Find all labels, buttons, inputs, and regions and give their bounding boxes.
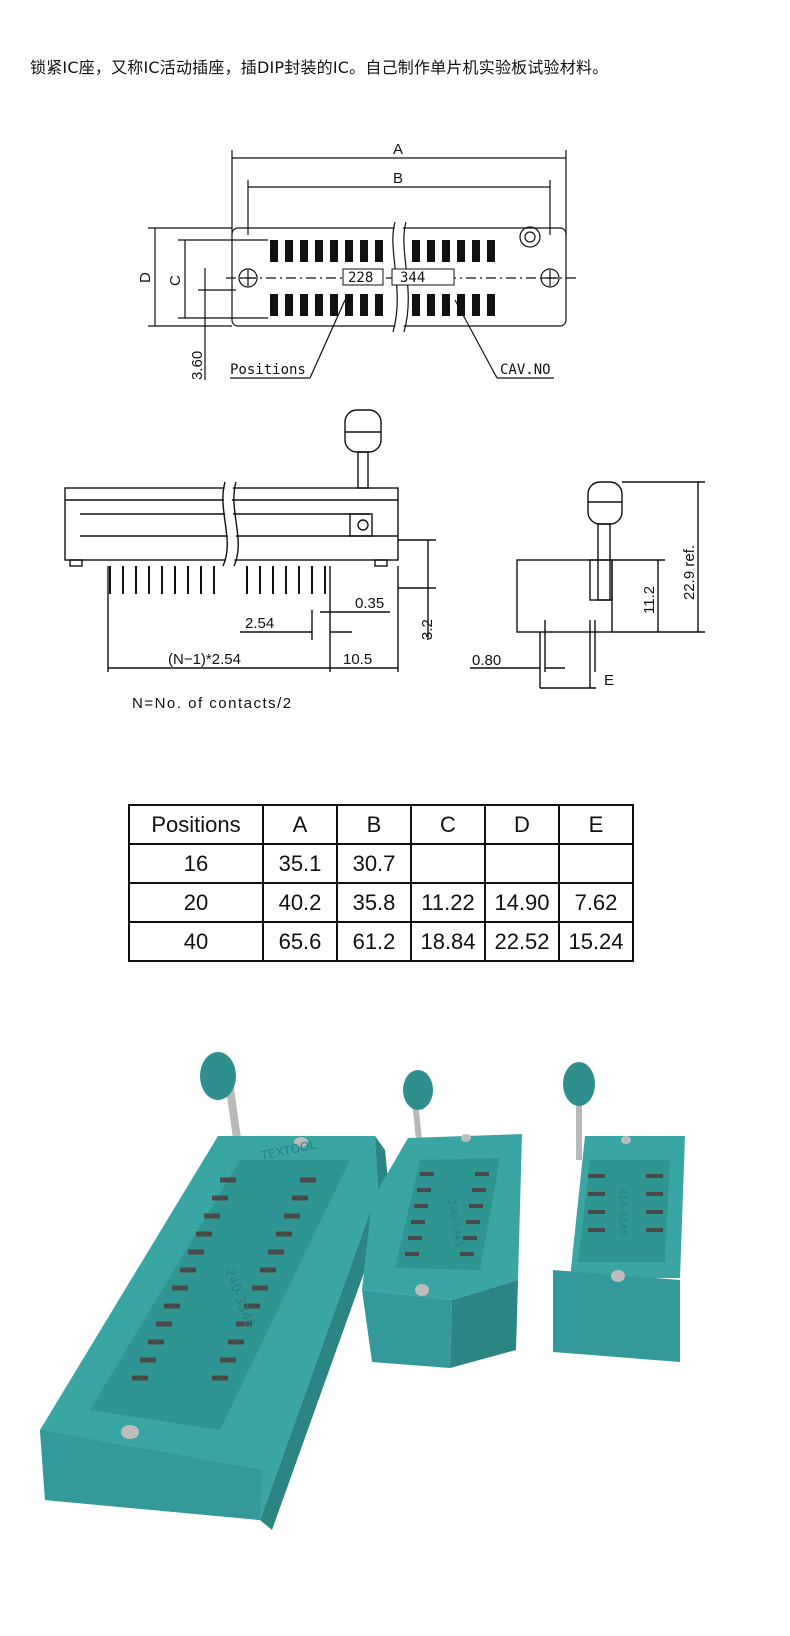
table-header-row: Positions A B C D E: [128, 804, 634, 845]
dim-254-label: 2.54: [245, 615, 274, 632]
part-no-left: 228: [348, 270, 373, 286]
socket-40-contacts: [132, 1177, 316, 1381]
part-no-right: 344: [400, 270, 425, 286]
table-row: 40 65.6 61.2 18.84 22.52 15.24: [128, 921, 634, 962]
socket-16-contacts: [588, 1174, 663, 1232]
dimension-table: Positions A B C D E 16 35.1 30.7 20 40.2…: [128, 804, 634, 962]
table-cell: 40: [128, 921, 264, 962]
dim-105-label: 10.5: [343, 651, 372, 668]
table-cell: 16: [128, 843, 264, 884]
table-cell: 11.22: [410, 882, 486, 923]
dim-080-label: 0.80: [472, 652, 501, 669]
dim-035-label: 0.35: [355, 595, 384, 612]
table-cell: 65.6: [262, 921, 338, 962]
contacts-formula: N=No. of contacts/2: [132, 695, 293, 712]
table-cell: 22.52: [484, 921, 560, 962]
pin-row: [109, 566, 326, 594]
table-header-cell: B: [336, 804, 412, 845]
dim-112-label: 11.2: [641, 586, 658, 614]
cav-no-callout: CAV.NO: [500, 362, 551, 378]
table-header-cell: D: [484, 804, 560, 845]
table-cell: 20: [128, 882, 264, 923]
side-view-drawing: 0.35 2.54 3.2 (N−1)*2.54 10.5 N=No. of c…: [64, 409, 436, 712]
dim-e-label: E: [604, 672, 614, 689]
table-header-cell: E: [558, 804, 634, 845]
table-header-cell: A: [262, 804, 338, 845]
contacts-row-upper: [270, 240, 495, 262]
table-cell: [484, 843, 560, 884]
table-cell: 7.62: [558, 882, 634, 923]
table-cell: 35.8: [336, 882, 412, 923]
dim-n-label: (N−1)*2.54: [168, 651, 241, 668]
contacts-row-lower: [270, 294, 495, 316]
dim-360-label: 3.60: [189, 351, 206, 380]
dim-b-label: B: [393, 170, 403, 187]
table-row: 16 35.1 30.7: [128, 843, 634, 884]
table-cell: 40.2: [262, 882, 338, 923]
socket-20-pin: [362, 1070, 522, 1368]
socket-20-contacts: [405, 1172, 489, 1256]
table-cell: 14.90: [484, 882, 560, 923]
table-cell: 30.7: [336, 843, 412, 884]
table-cell: 15.24: [558, 921, 634, 962]
table-cell: 35.1: [262, 843, 338, 884]
product-photo: TEXTOOL 240-3345 220-3345 216-3345: [40, 1052, 685, 1530]
dim-c-label: C: [167, 275, 184, 286]
model-small: 216-3345: [617, 1188, 628, 1236]
table-cell: 18.84: [410, 921, 486, 962]
table-row: 20 40.2 35.8 11.22 14.90 7.62: [128, 882, 634, 923]
dim-229-label: 22.9 ref.: [681, 545, 698, 600]
table-cell: [410, 843, 486, 884]
table-header-cell: C: [410, 804, 486, 845]
dim-d-label: D: [137, 272, 154, 283]
end-view-drawing: 0.80 E 11.2 22.9 ref.: [470, 481, 705, 689]
dim-32-label: 3.2: [419, 619, 436, 640]
socket-16-pin: [553, 1062, 685, 1362]
positions-callout: Positions: [230, 362, 306, 378]
dim-a-label: A: [393, 141, 403, 158]
table-header-cell: Positions: [128, 804, 264, 845]
table-cell: 61.2: [336, 921, 412, 962]
top-view-drawing: 228 344 A B D C 3.60 Positions CAV.NO: [137, 141, 580, 380]
table-cell: [558, 843, 634, 884]
socket-40-pin: [40, 1052, 390, 1530]
intro-text: 锁紧IC座，又称IC活动插座，插DIP封装的IC。自己制作单片机实验板试验材料。: [30, 58, 609, 77]
